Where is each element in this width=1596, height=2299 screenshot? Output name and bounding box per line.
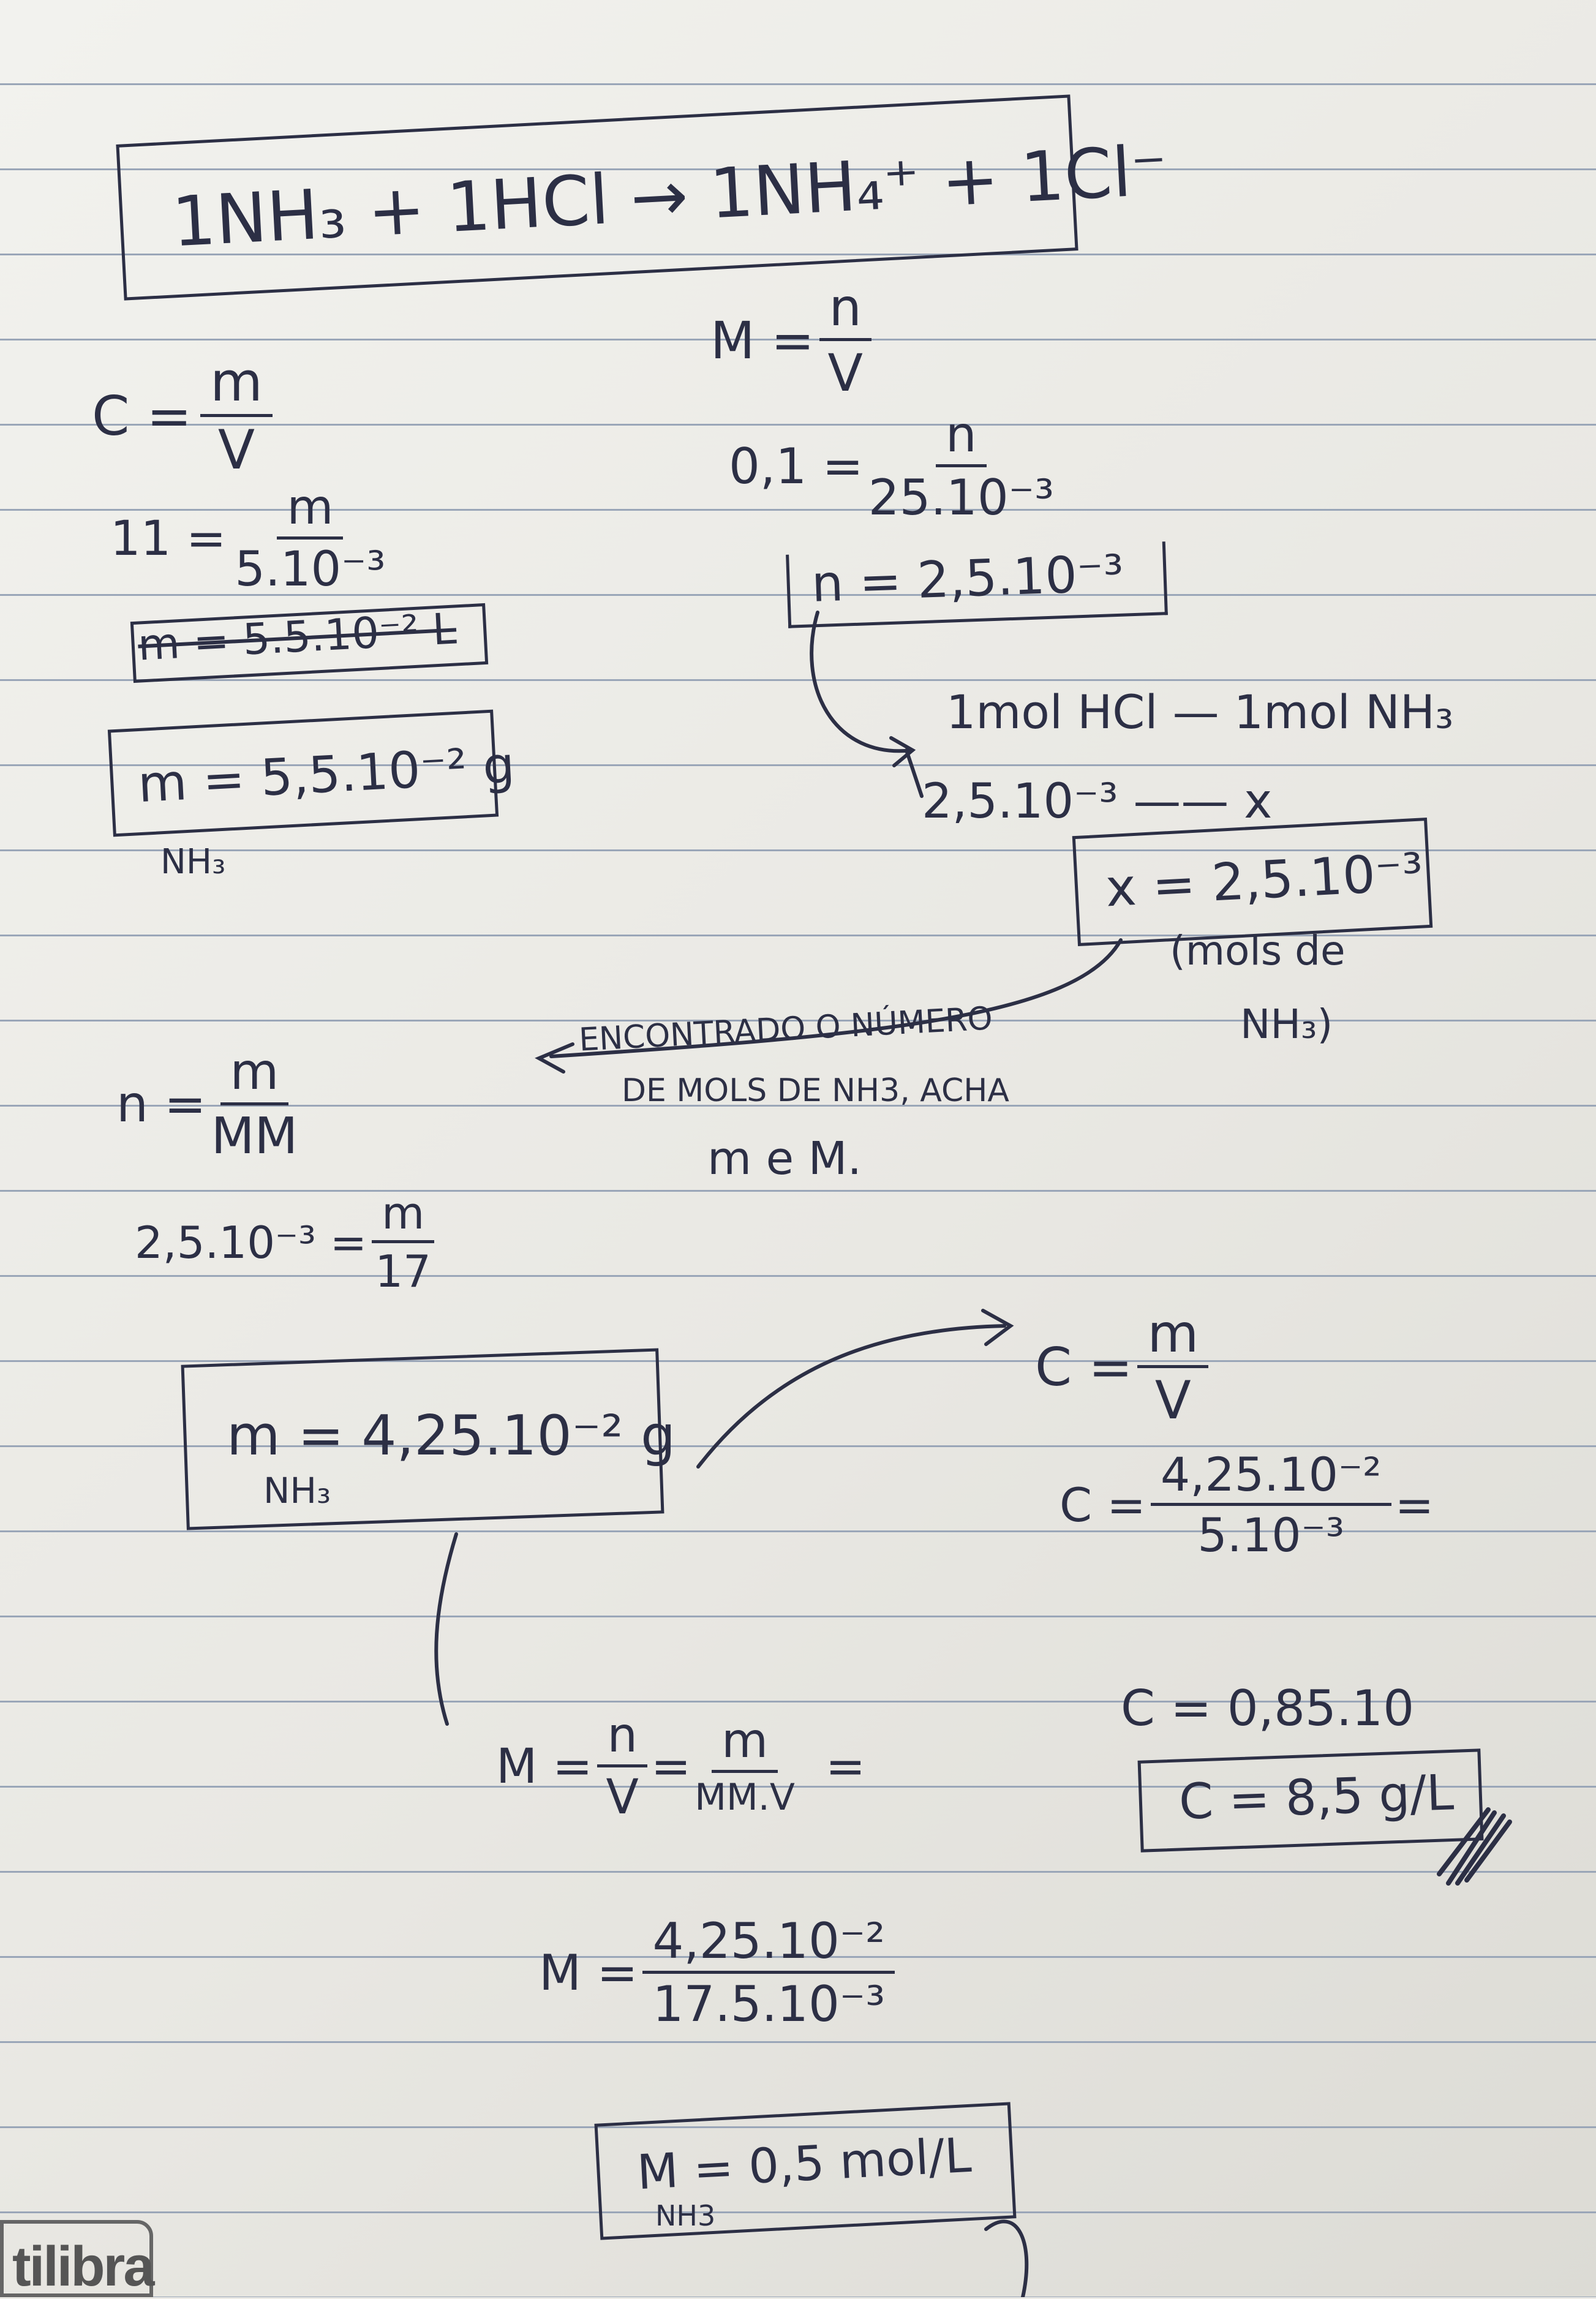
mass-to-concentration-arrow xyxy=(696,1324,1006,1469)
numerator: 4,25.10⁻² xyxy=(642,1917,895,1974)
denominator: 25.10⁻³ xyxy=(868,469,1055,526)
concentration-step: C = 0,85.10 xyxy=(1121,1680,1415,1737)
concentration-formula-right: C = m V xyxy=(1035,1308,1209,1431)
formula-lhs: 2,5.10⁻³ = xyxy=(135,1216,367,1268)
numerator: m xyxy=(372,1191,435,1243)
x-note-line1: (mols de xyxy=(1170,927,1346,974)
x-note-line2: NH₃) xyxy=(1240,1001,1333,1048)
formula-lhs: 0,1 = xyxy=(729,437,864,495)
moles-to-ratio-arrow xyxy=(810,611,914,753)
denominator: V xyxy=(827,343,863,403)
moles-substitution: 2,5.10⁻³ = m 17 xyxy=(135,1191,435,1297)
denominator: V xyxy=(606,1770,639,1825)
numerator: m xyxy=(1137,1308,1209,1368)
denominator: V xyxy=(217,418,255,481)
formula-lhs: M = xyxy=(539,1944,638,2001)
formula-lhs: C = xyxy=(1060,1477,1146,1532)
denominator: 17 xyxy=(375,1246,431,1297)
concentration-substitution-right: C = 4,25.10⁻² 5.10⁻³ = xyxy=(1060,1451,1434,1559)
mass-to-concentration-arrowhead xyxy=(981,1309,1014,1346)
mole-ratio-bottom: 2,5.10⁻³ —— x xyxy=(922,774,1273,829)
numerator: 4,25.10⁻² xyxy=(1150,1451,1391,1506)
annotation-line3: m e M. xyxy=(707,1132,862,1185)
x-to-annotation-curve xyxy=(549,938,1123,1058)
tilibra-logo: tilibra xyxy=(0,2220,154,2298)
mass-to-molarity-line xyxy=(434,1532,458,1726)
mole-ratio-top: 1mol HCl — 1mol NH₃ xyxy=(946,685,1454,739)
concentration-substitution: 11 = m 5.10⁻³ xyxy=(110,484,386,593)
formula-lhs: n = xyxy=(116,1075,206,1134)
moles-formula: n = m MM xyxy=(116,1047,298,1162)
molarity-substitution-bottom: M = 4,25.10⁻² 17.5.10⁻³ xyxy=(539,1917,895,2029)
formula-lhs: C = xyxy=(92,384,192,448)
annotation-line2: DE MOLS DE NH3, ACHA xyxy=(622,1072,1009,1109)
numerator: m xyxy=(712,1717,778,1773)
molarity-formula-top: M = n V xyxy=(710,282,871,399)
moles-to-ratio-lower xyxy=(905,748,924,798)
numerator: m xyxy=(200,355,273,417)
molarity-result-subscript: NH3 xyxy=(655,2199,716,2232)
denominator: 5.10⁻³ xyxy=(1197,1508,1345,1562)
x-to-annotation-arrowhead xyxy=(535,1042,574,1074)
numerator: m xyxy=(277,484,344,540)
denominator: MM.V xyxy=(694,1776,795,1819)
denominator: V xyxy=(1154,1370,1191,1431)
mass-nh3: m = 4,25.10⁻² g xyxy=(227,1404,676,1468)
numerator: n xyxy=(819,282,871,341)
formula-lhs: C = xyxy=(1035,1336,1133,1398)
formula-lhs: M = xyxy=(496,1739,593,1794)
moles-to-ratio-arrowhead xyxy=(889,736,916,767)
mass-nh3-subscript: NH₃ xyxy=(263,1470,331,1511)
denominator: 5.10⁻³ xyxy=(235,542,386,597)
denominator: MM xyxy=(211,1107,298,1165)
denominator: 17.5.10⁻³ xyxy=(652,1976,886,2033)
numerator: m xyxy=(220,1047,289,1105)
formula-lhs: M = xyxy=(710,310,815,371)
formula-tail: = xyxy=(825,1739,866,1794)
molarity-formula-bottom: M = n V = m MM.V = xyxy=(496,1712,865,1821)
concentration-formula: C = m V xyxy=(92,355,273,477)
numerator: n xyxy=(597,1712,647,1767)
formula-equals: = xyxy=(650,1739,691,1794)
numerator: n xyxy=(936,410,987,467)
bottom-result-line xyxy=(984,2219,1029,2297)
formula-lhs: 11 = xyxy=(110,511,227,566)
scribble-mark xyxy=(1437,1807,1512,1886)
molarity-substitution-top: 0,1 = n 25.10⁻³ xyxy=(729,410,1054,522)
formula-tail: = xyxy=(1395,1477,1434,1532)
mass-result-subscript: NH₃ xyxy=(160,842,226,882)
